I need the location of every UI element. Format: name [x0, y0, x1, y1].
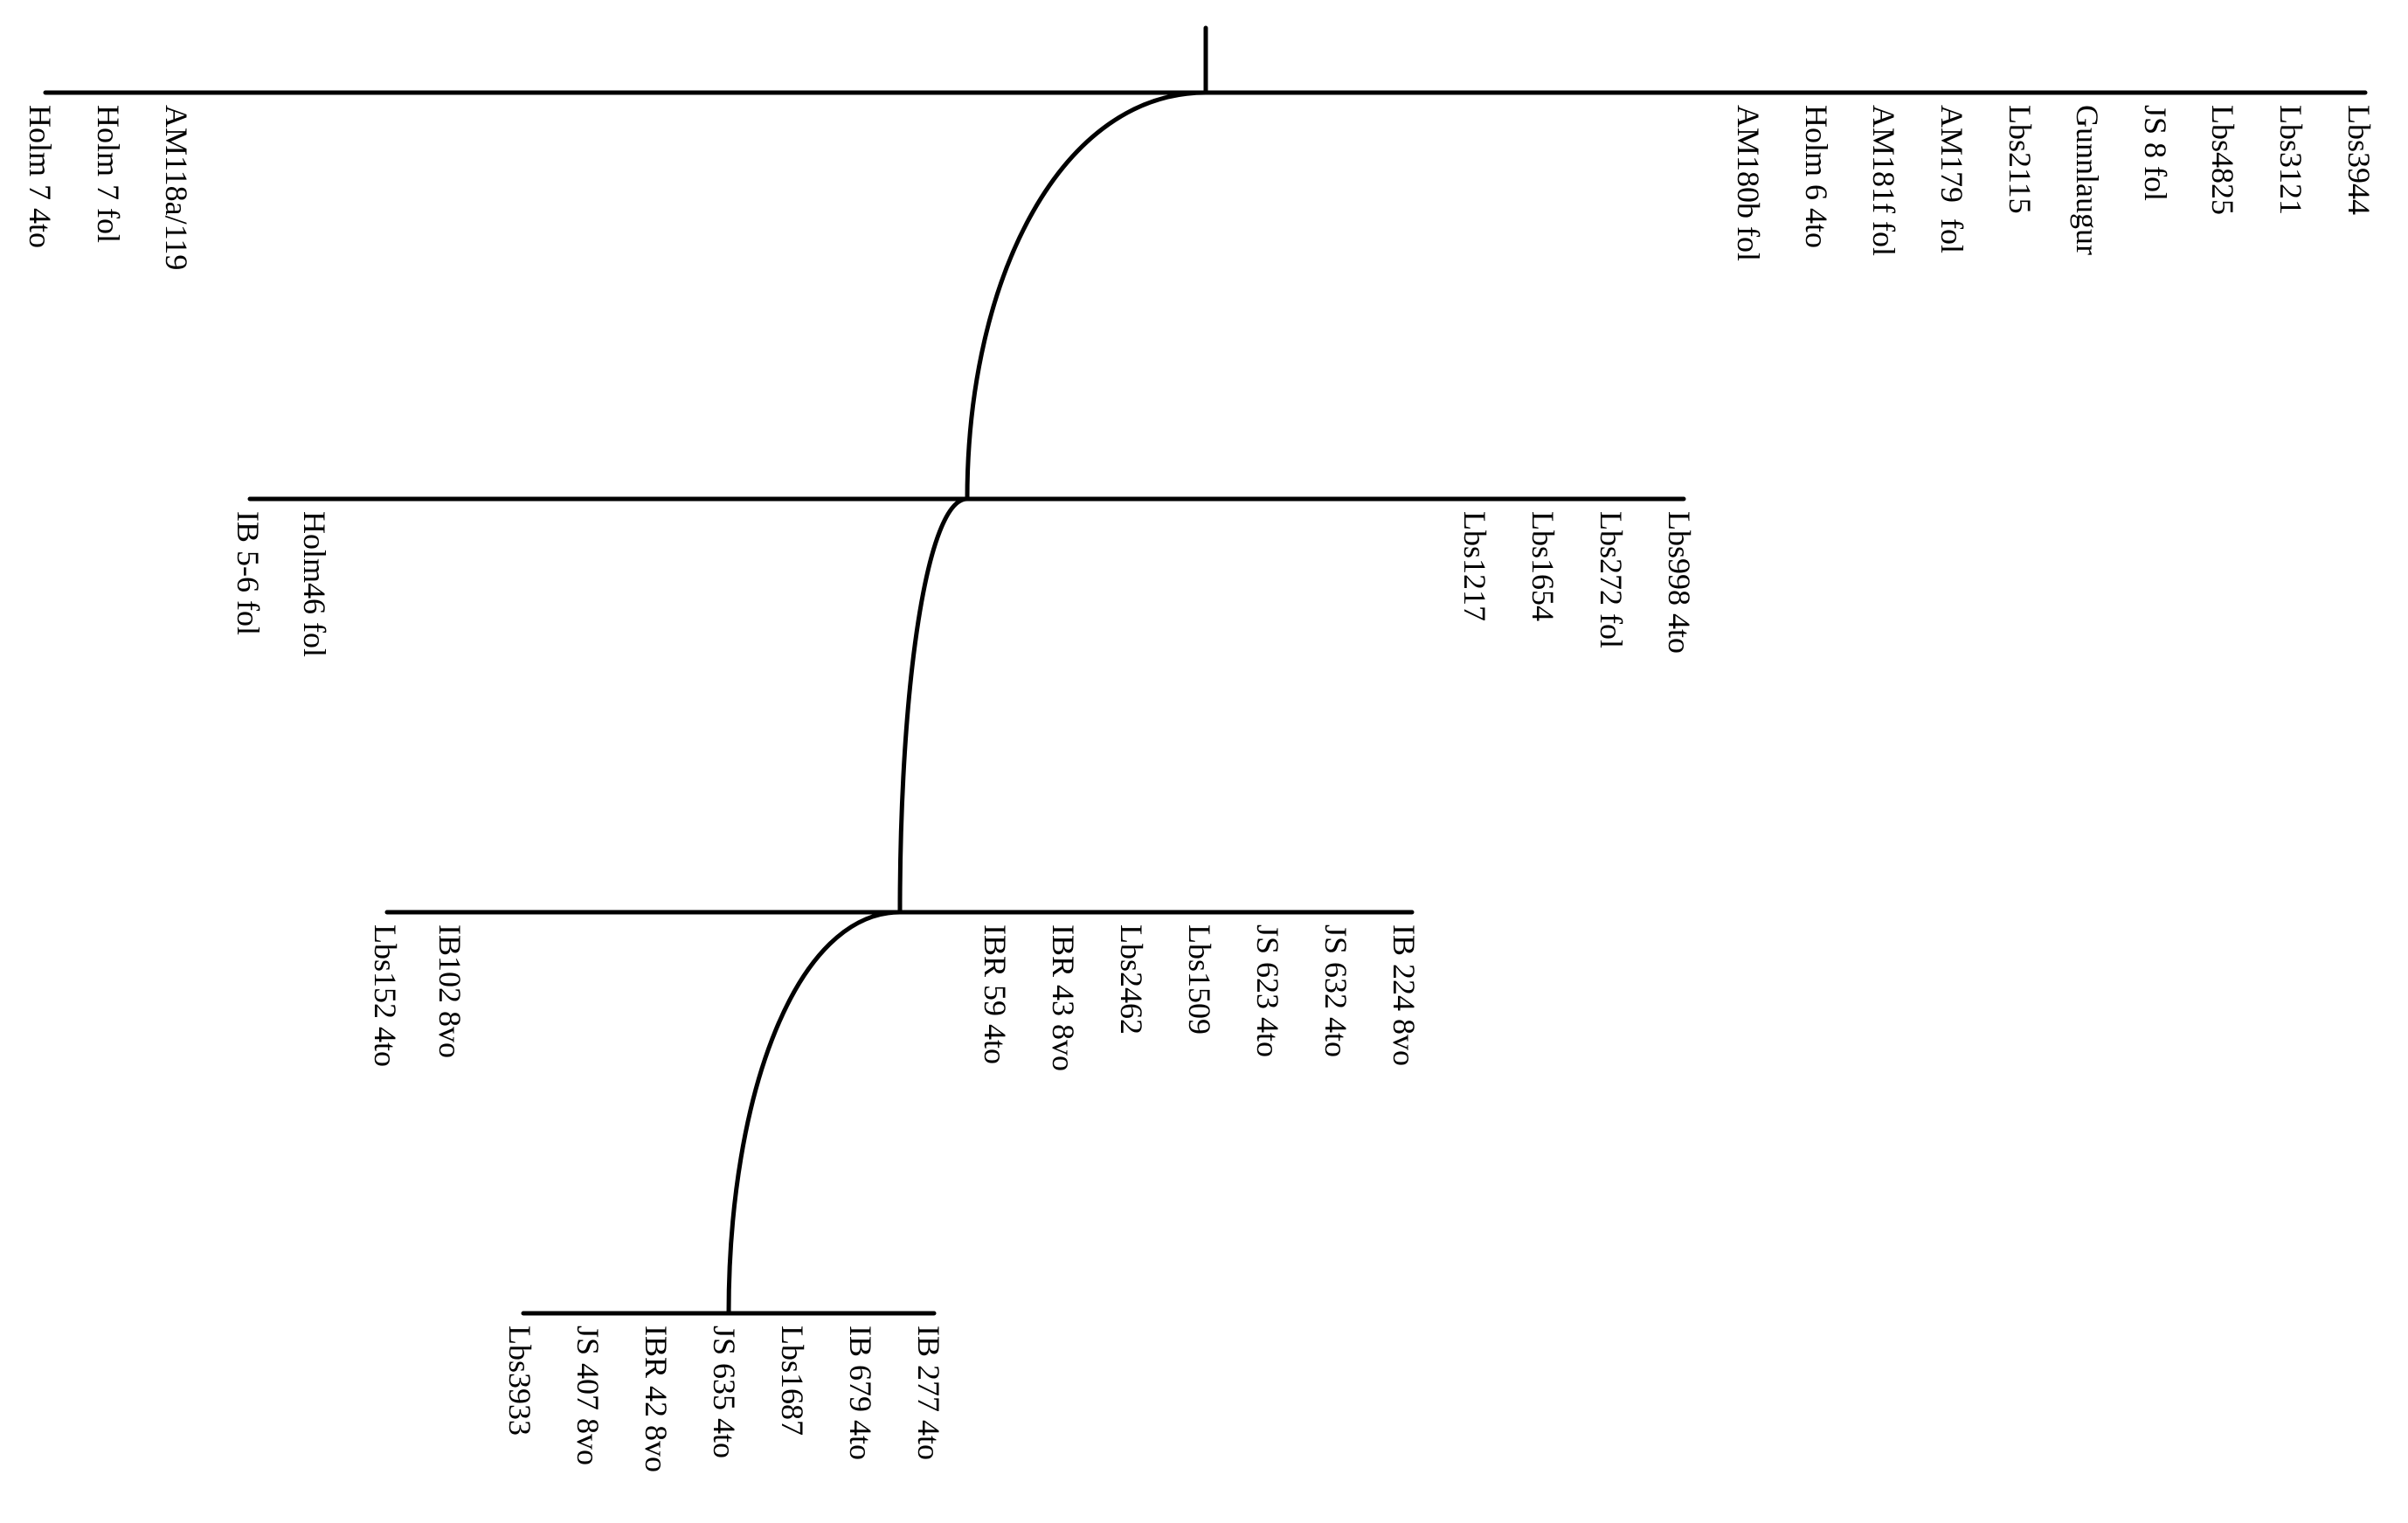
manuscript-label: JS 635 4to — [707, 1326, 742, 1459]
manuscript-label: Gunnlaugur — [2070, 105, 2105, 255]
manuscript-label: IBR 59 4to — [978, 924, 1013, 1065]
manuscript-label: Lbs152 4to — [368, 924, 403, 1068]
manuscript-label: IB 224 8vo — [1387, 924, 1422, 1066]
level-2-to-level-3-connector — [897, 496, 970, 915]
manuscript-label: JS 8 fol — [2138, 105, 2173, 202]
manuscript-label: Lbs1509 — [1182, 924, 1217, 1035]
manuscript-label: Lbs272 fol — [1594, 511, 1629, 648]
manuscript-label: Holm 7 4to — [23, 105, 58, 249]
manuscript-label: Lbs2462 — [1114, 924, 1149, 1035]
manuscript-label: Holm46 fol — [297, 511, 332, 657]
manuscript-label: JS 623 4to — [1250, 924, 1285, 1058]
manuscript-label: AM181f fol — [1866, 105, 1901, 256]
level-1-to-level-2-connector — [965, 90, 1208, 502]
level-3-to-level-4-connector — [726, 910, 903, 1316]
manuscript-label: Holm 7 fol — [91, 105, 126, 243]
manuscript-label: Lbs998 4to — [1662, 511, 1697, 654]
manuscript-label: Holm 6 4to — [1799, 105, 1834, 249]
manuscript-label: Lbs1217 — [1457, 511, 1492, 621]
manuscript-label: Lbs3933 — [502, 1326, 537, 1436]
manuscript-label: Lbs1687 — [775, 1326, 810, 1436]
manuscript-label: Lbs2115 — [2003, 105, 2038, 214]
tree-lines — [43, 25, 2368, 1316]
manuscript-label: Lbs1654 — [1526, 511, 1560, 621]
manuscript-label: IB 679 4to — [843, 1326, 878, 1461]
manuscript-label: Lbs3121 — [2273, 105, 2308, 215]
manuscript-label: AM118a/119 — [159, 105, 194, 271]
manuscript-label: IBR 43 8vo — [1046, 924, 1081, 1072]
manuscript-label: Lbs4825 — [2205, 105, 2240, 215]
manuscript-label: IB 5-6 fol — [231, 511, 266, 635]
manuscript-label: AM180b fol — [1731, 105, 1766, 261]
manuscript-label: Lbs3944 — [2342, 105, 2377, 215]
manuscript-label: JS 632 4to — [1318, 924, 1353, 1058]
manuscript-label: IBR 42 8vo — [639, 1326, 674, 1473]
manuscript-label: AM179 fol — [1934, 105, 1969, 253]
manuscript-label: IB 277 4to — [911, 1326, 946, 1461]
manuscript-label: JS 407 8vo — [571, 1326, 605, 1466]
manuscript-label: IB102 8vo — [432, 924, 467, 1058]
